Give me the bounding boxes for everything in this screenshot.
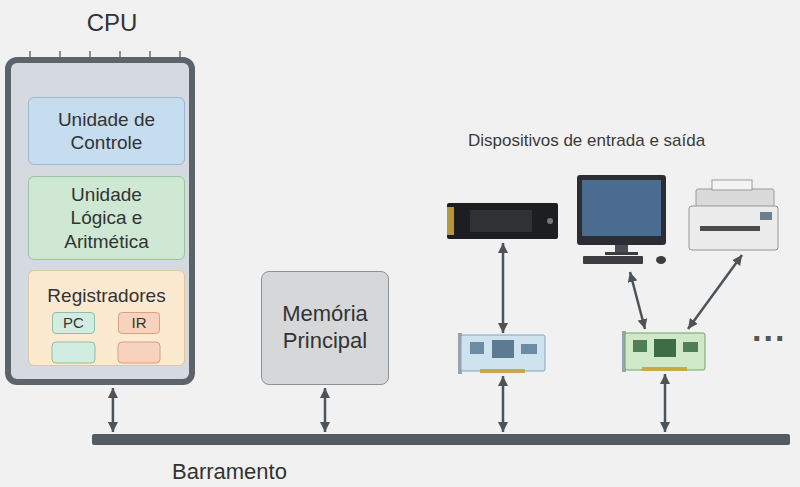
card-chip bbox=[654, 339, 676, 357]
device-arrow bbox=[688, 255, 742, 329]
monitor-base bbox=[605, 252, 638, 255]
ellipsis-mark: ... bbox=[752, 310, 786, 349]
register-box: IR bbox=[118, 312, 160, 334]
printer-panel bbox=[760, 212, 772, 220]
printer-scanner bbox=[696, 189, 774, 207]
card-contacts bbox=[480, 369, 525, 373]
ssd-label bbox=[470, 210, 532, 232]
node-text: Unidade Lógica e Aritmética bbox=[53, 183, 161, 253]
group-label: Dispositivos de entrada e saída bbox=[468, 131, 705, 151]
printer-slot bbox=[700, 226, 760, 231]
card-chip bbox=[683, 342, 698, 352]
control-unit-box: Unidade de Controle bbox=[28, 97, 185, 165]
registers-box: RegistradoresPC IR bbox=[28, 270, 185, 366]
ssd-body bbox=[447, 203, 558, 239]
printer-illustration bbox=[689, 180, 778, 250]
card-board bbox=[625, 333, 705, 370]
ssd-illustration bbox=[447, 203, 558, 239]
device-arrow bbox=[502, 376, 505, 432]
node-text: Unidade de Controle bbox=[42, 108, 172, 154]
node-text: Barramento bbox=[172, 459, 287, 486]
card-bracket bbox=[458, 333, 462, 374]
monitor-screen bbox=[582, 180, 661, 236]
cpu-chip: CPUUnidade de ControleUnidade Lógica e A… bbox=[5, 57, 195, 385]
mouse bbox=[656, 256, 666, 264]
node-text: Registradores bbox=[47, 271, 165, 307]
card-chip bbox=[521, 344, 537, 354]
controller-card bbox=[622, 331, 705, 372]
printer-body bbox=[689, 206, 778, 250]
ssd-connector bbox=[447, 207, 454, 235]
computer-illustration bbox=[577, 175, 666, 264]
node-text: Memória Principal bbox=[262, 301, 388, 355]
node-text: CPU bbox=[11, 8, 189, 37]
card-contacts bbox=[642, 367, 687, 371]
ssd-screw bbox=[547, 218, 553, 224]
card-bracket bbox=[622, 331, 626, 372]
card-chip bbox=[470, 342, 484, 354]
connector-layer bbox=[113, 388, 325, 432]
node-text: PC bbox=[63, 314, 84, 332]
alu-box: Unidade Lógica e Aritmética bbox=[28, 176, 185, 260]
bus-connector bbox=[112, 388, 115, 432]
card-chip bbox=[492, 340, 514, 358]
printer-paper bbox=[712, 180, 752, 190]
controller-card bbox=[458, 333, 545, 374]
memory-box: Memória Principal bbox=[261, 271, 389, 385]
keyboard bbox=[583, 256, 643, 264]
card-chip bbox=[633, 340, 647, 352]
device-arrow bbox=[664, 374, 667, 432]
device-arrow bbox=[630, 272, 645, 329]
card-board bbox=[461, 335, 545, 371]
bus-bar: Barramento bbox=[92, 434, 790, 445]
monitor-stand bbox=[615, 245, 628, 253]
bus-connector bbox=[324, 388, 327, 432]
register-box: PC bbox=[52, 312, 95, 334]
node-text: IR bbox=[132, 314, 147, 332]
device-arrow bbox=[502, 243, 505, 333]
monitor-frame bbox=[577, 175, 666, 245]
